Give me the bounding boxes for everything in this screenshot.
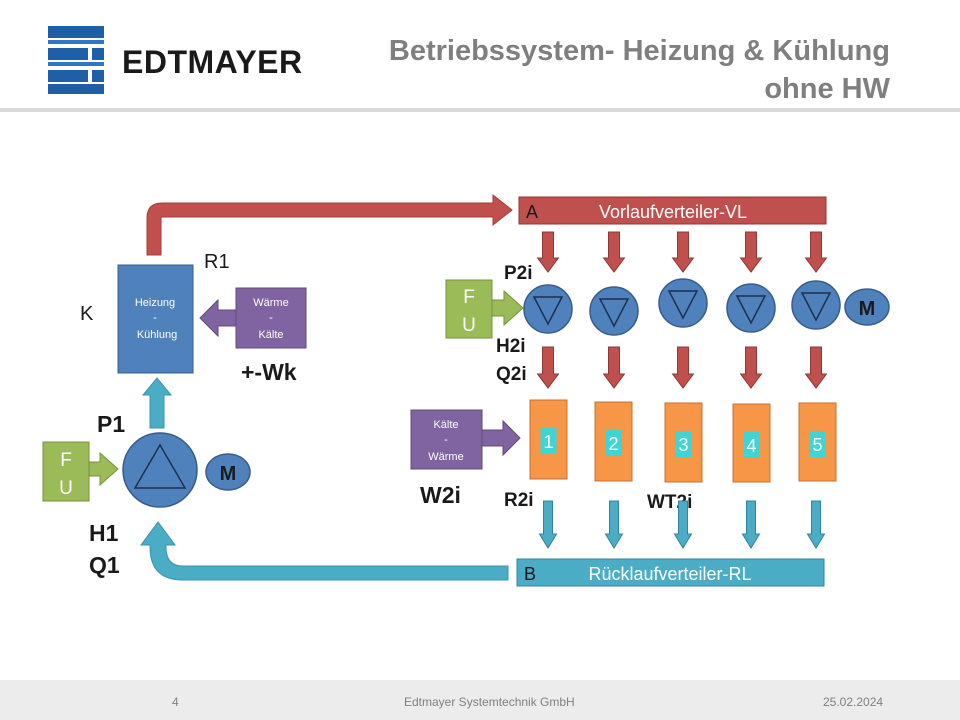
label-p1: P1 [97, 411, 125, 437]
fu1-label-f: F [60, 450, 72, 471]
label-h1: H1 [89, 520, 119, 546]
source-label-2: - [269, 312, 273, 324]
sink-label-3: Wärme [428, 451, 463, 463]
fu2-label-f: F [463, 287, 475, 308]
header-divider [0, 108, 960, 112]
motor-2 [844, 288, 890, 326]
return-branch-arrow-5 [806, 500, 826, 549]
return-branch-arrow-4 [741, 500, 761, 549]
consumer-number-bg-2 [605, 430, 622, 456]
branch-pump-triangle-icon-3 [667, 290, 699, 320]
consumer-number-bg-3 [675, 431, 692, 457]
consumer-number-2: 2 [608, 434, 618, 454]
footer-date: 25.02.2024 [823, 695, 884, 709]
generator-label-2: - [153, 312, 157, 324]
label-r1: R1 [204, 251, 230, 273]
fu1-label-u: U [59, 478, 73, 499]
branch-pump-1 [523, 284, 573, 334]
supply-branch-arrow-4 [739, 231, 763, 273]
branch-pump-5 [791, 280, 841, 330]
consumer-number-3: 3 [678, 435, 688, 455]
sink-arrow [481, 419, 521, 457]
pump-to-consumer-arrow-1 [536, 346, 560, 389]
return-header-label: Rücklaufverteiler-RL [588, 564, 751, 584]
supply-header [518, 196, 827, 225]
return-branch-arrow-2 [604, 500, 624, 549]
return-branch-arrow-1 [538, 500, 558, 549]
fu2-arrow [491, 289, 524, 327]
main-pump-triangle-icon [133, 443, 187, 489]
pump-to-consumer-arrow-3 [671, 346, 695, 389]
motor-1-label: M [220, 463, 237, 485]
supply-branch-arrow-1 [536, 231, 560, 273]
consumer-number-bg-1 [540, 428, 557, 454]
supply-branch-arrow-5 [804, 231, 828, 273]
return-header-letter: B [524, 564, 536, 584]
label-p2i: P2i [504, 263, 533, 284]
source-box [235, 287, 307, 349]
title-line-2: ohne HW [764, 73, 890, 105]
fu1-box [42, 441, 90, 502]
label-wk: +-Wk [241, 359, 297, 385]
label-q1: Q1 [89, 552, 120, 578]
label-w2i: W2i [420, 482, 461, 508]
branch-pump-triangle-icon-2 [598, 298, 630, 328]
source-arrow [199, 298, 237, 338]
label-k: K [80, 303, 94, 325]
consumer-number-4: 4 [746, 436, 756, 456]
supply-header-label: Vorlaufverteiler-VL [599, 202, 747, 222]
title-line-1: Betriebssystem- Heizung & Kühlung [388, 35, 890, 67]
footer-page-number: 4 [172, 695, 179, 709]
sink-label-1: Kälte [433, 419, 458, 431]
footer: 4 Edtmayer Systemtechnik GmbH 25.02.2024 [0, 680, 960, 720]
generator-label-3: Kühlung [137, 329, 177, 341]
generator-box [117, 264, 194, 374]
source-label-1: Wärme [253, 297, 288, 309]
pump-to-generator-arrow [141, 377, 173, 429]
pump-to-consumer-arrow-4 [739, 346, 763, 389]
page-title: Betriebssystem- Heizung & Kühlung ohne H… [389, 32, 890, 108]
consumer-circuits: 1 2 3 4 5 [523, 231, 841, 549]
consumer-number-bg-4 [743, 432, 760, 458]
label-h2i: H2i [496, 336, 526, 357]
consumer-number-1: 1 [543, 432, 553, 452]
return-branch-arrow-3 [673, 500, 693, 549]
label-r2i: R2i [504, 490, 534, 511]
company-logo [48, 26, 104, 94]
brand-name: EDTMAYER [122, 44, 303, 80]
branch-pump-triangle-icon-1 [532, 296, 564, 326]
fu2-box [445, 279, 493, 339]
pump-to-consumer-arrow-5 [804, 346, 828, 389]
return-header [516, 558, 825, 587]
branch-pump-3 [658, 278, 708, 328]
label-q2i: Q2i [496, 364, 527, 385]
footer-company: Edtmayer Systemtechnik GmbH [404, 695, 575, 709]
supply-loop-arrow [146, 193, 513, 256]
source-label-3: Kälte [258, 329, 283, 341]
fu2-label-u: U [462, 315, 476, 336]
motor-1 [205, 453, 251, 491]
supply-branch-arrow-2 [602, 231, 626, 273]
generator-label-1: Heizung [135, 297, 175, 309]
fu1-arrow [88, 451, 119, 487]
branch-pump-triangle-icon-4 [735, 295, 767, 325]
consumer-number-bg-5 [809, 431, 826, 457]
sink-box [410, 409, 483, 470]
branch-pump-4 [726, 283, 776, 333]
motor-2-label: M [859, 298, 876, 320]
branch-pump-triangle-icon-5 [800, 292, 832, 322]
pump-to-consumer-arrow-2 [602, 346, 626, 389]
supply-branch-arrow-3 [671, 231, 695, 273]
sink-label-2: - [444, 434, 448, 446]
supply-header-letter: A [526, 202, 538, 222]
consumer-number-5: 5 [812, 435, 822, 455]
branch-pump-2 [589, 286, 639, 336]
return-loop-arrow [140, 521, 509, 581]
